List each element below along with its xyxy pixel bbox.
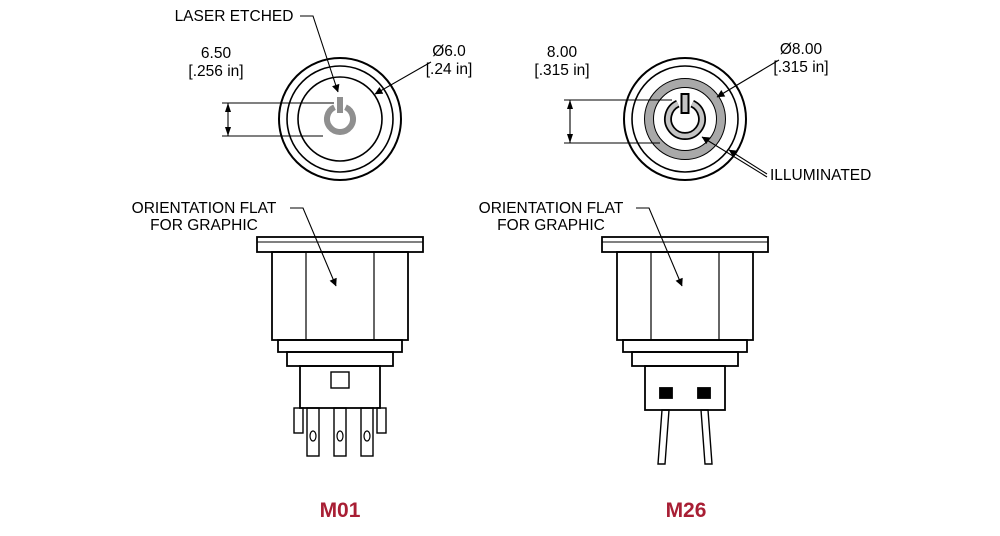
m01-power-symbol-arc — [324, 104, 356, 135]
m26-illuminated-callout: ILLUMINATED — [701, 136, 871, 184]
m26-illuminated-leader-symbol — [701, 136, 768, 178]
m01-laser-etched-leader — [300, 15, 340, 93]
m01-orientation-leader — [290, 207, 337, 287]
m26-height-dim-inches: [.315 in] — [534, 62, 589, 79]
m01-body-neck — [286, 351, 394, 367]
m01-blade-terminal-3 — [360, 407, 374, 457]
m26-orientation-label-line2: FOR GRAPHIC — [497, 217, 605, 234]
m26-body-neck — [631, 351, 739, 367]
m01-pin-right — [376, 407, 387, 434]
m26-power-symbol-arc-fill — [665, 101, 705, 139]
m01-height-dim-value: 6.50 — [201, 45, 232, 62]
m26-illuminated-ring — [644, 78, 726, 160]
m01-bezel-ring — [286, 65, 394, 173]
m26-terminal-block-right — [697, 387, 711, 399]
m26-outer-ring — [623, 57, 747, 181]
m01-orientation-label-line1: ORIENTATION FLAT — [132, 200, 277, 217]
m26-diameter-callout: Ø8.00 [.315 in] — [716, 41, 829, 98]
m01-blade-terminal-2 — [333, 407, 347, 457]
m26-orientation-leader — [636, 207, 683, 287]
m01-blade-terminal-1 — [306, 407, 320, 457]
m26-wire-right — [700, 409, 713, 465]
m01-height-dimension: 6.50 [.256 in] — [188, 45, 334, 137]
m01-side-view — [256, 236, 424, 457]
m26-orientation-callout: ORIENTATION FLAT FOR GRAPHIC — [479, 200, 683, 287]
m26-hex-body — [616, 251, 754, 341]
m01-dim-arrow-up — [225, 103, 231, 112]
m01-blade-hole-3 — [363, 430, 371, 442]
m01-body-step — [277, 339, 403, 353]
m26-terminal-housing — [644, 365, 726, 411]
m01-hex-body — [271, 251, 409, 341]
m26-bezel-ring — [631, 65, 739, 173]
m26-top-view — [623, 57, 747, 181]
m01-dim-arrow-down — [225, 127, 231, 136]
m01-laser-etched-label: LASER ETCHED — [175, 8, 294, 25]
m26-illuminated-ring-inner-edge — [653, 87, 717, 151]
m26-wire-left — [657, 409, 670, 465]
m01-blade-hole-1 — [309, 430, 317, 442]
m01-outer-ring — [278, 57, 402, 181]
m01-model-label: M01 — [320, 499, 361, 522]
m26-side-view — [601, 236, 769, 465]
m26-illuminated-leader-ring — [728, 149, 768, 175]
m26-diameter-leader — [716, 59, 780, 98]
m26-flange — [601, 236, 769, 253]
m26-height-dim-value: 8.00 — [547, 44, 578, 61]
m01-diameter-dim-inches: [.24 in] — [426, 61, 473, 78]
m26-model-label: M26 — [666, 499, 707, 522]
m26-dim-arrow-up — [567, 100, 573, 109]
m01-top-view — [278, 57, 402, 181]
m01-actuator-ring — [297, 76, 383, 162]
m01-laser-etched-callout: LASER ETCHED — [175, 8, 340, 93]
m01-housing-detail — [330, 371, 350, 389]
m26-orientation-label-line1: ORIENTATION FLAT — [479, 200, 624, 217]
m01-diameter-leader — [374, 61, 432, 95]
m26-height-dimension: 8.00 [.315 in] — [534, 44, 672, 144]
m01-diameter-dim-value: Ø6.0 — [432, 43, 466, 60]
m26-body-step — [622, 339, 748, 353]
m01-flange — [256, 236, 424, 253]
m01-diameter-callout: Ø6.0 [.24 in] — [374, 43, 473, 95]
m01-orientation-callout: ORIENTATION FLAT FOR GRAPHIC — [132, 200, 337, 287]
m26-illuminated-ring-outer-edge — [644, 78, 726, 160]
m26-diameter-dim-value: Ø8.00 — [780, 41, 823, 58]
m26-dim-arrow-down — [567, 134, 573, 143]
m26-diameter-dim-inches: [.315 in] — [773, 59, 828, 76]
m01-height-dim-inches: [.256 in] — [188, 63, 243, 80]
m26-illuminated-label: ILLUMINATED — [770, 167, 871, 184]
m01-orientation-label-line2: FOR GRAPHIC — [150, 217, 258, 234]
m26-terminal-block-left — [659, 387, 673, 399]
m01-blade-hole-2 — [336, 430, 344, 442]
m01-pin-left — [293, 407, 304, 434]
